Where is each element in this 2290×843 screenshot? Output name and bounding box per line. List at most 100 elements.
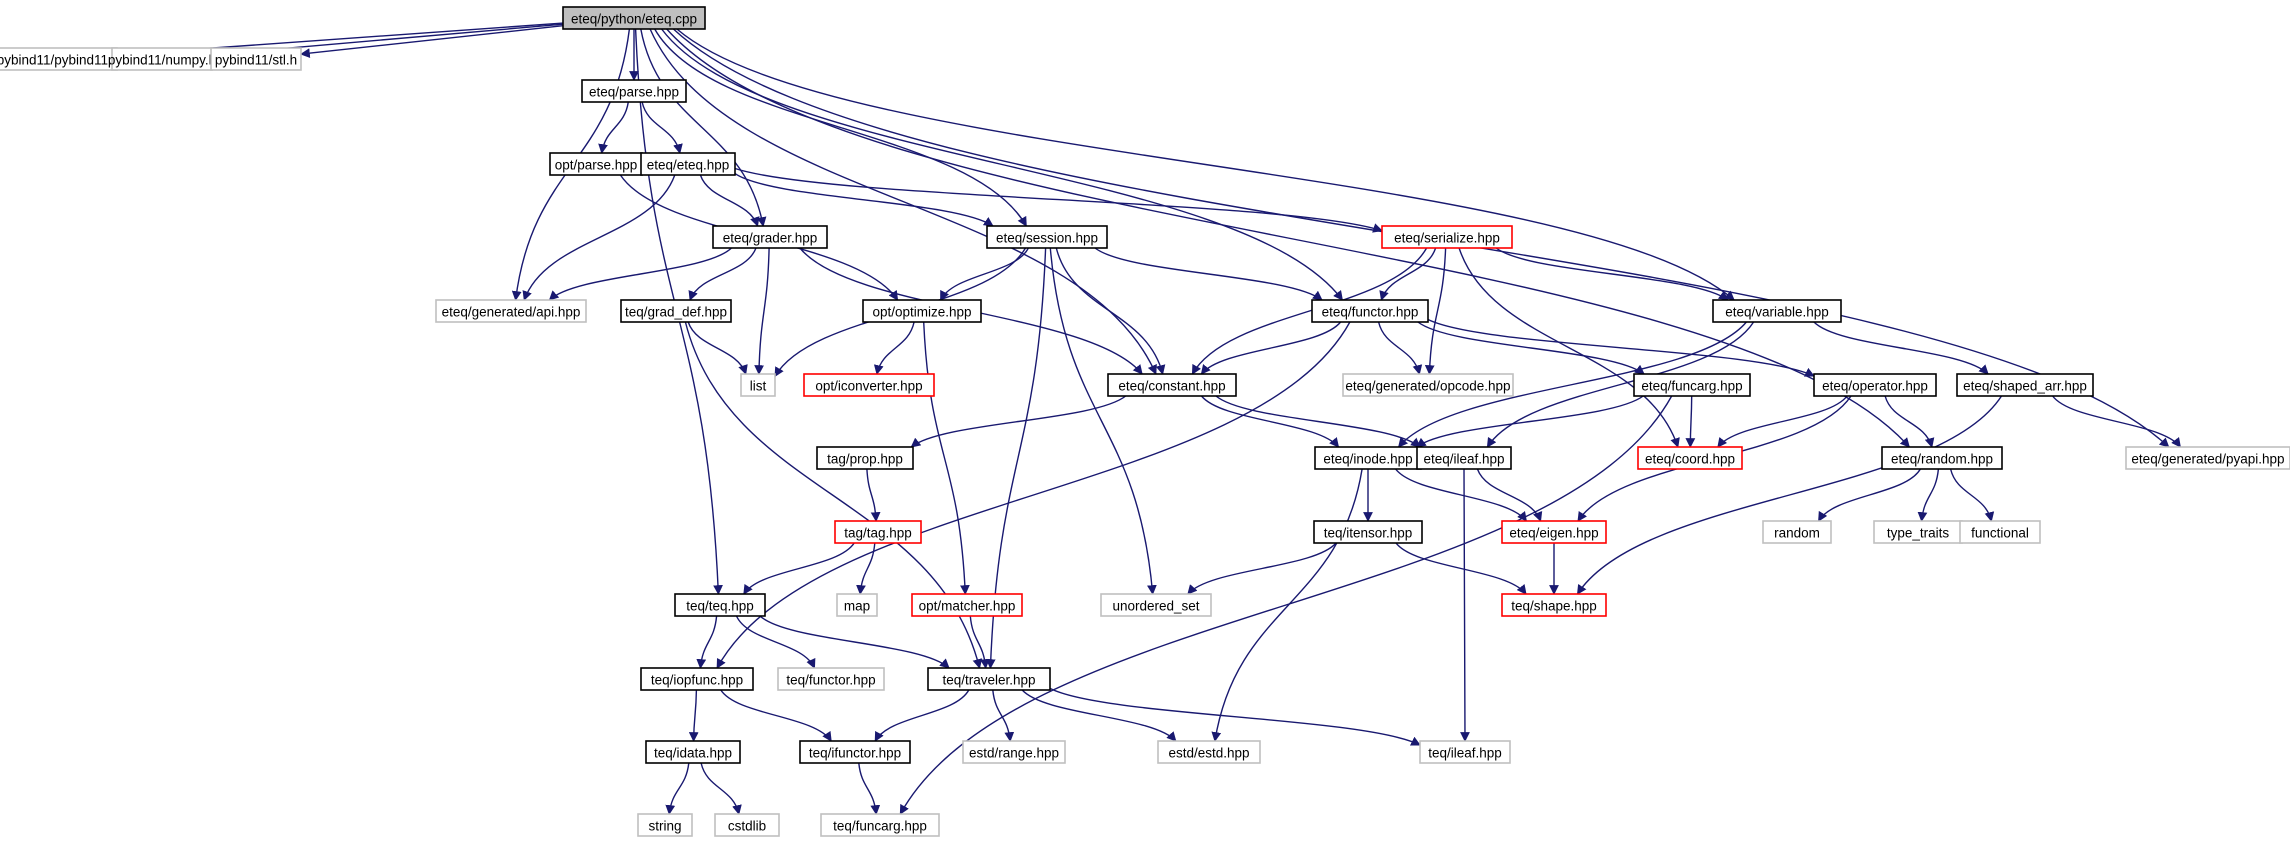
node-map[interactable]: map [836, 593, 878, 617]
node-optparse[interactable]: opt/parse.hpp [549, 152, 643, 176]
node-label: pybind11/numpy.h [108, 53, 216, 68]
node-opcode[interactable]: eteq/generated/opcode.hpp [1342, 373, 1514, 397]
node-pyapi[interactable]: eteq/generated/pyapi.hpp [2125, 446, 2290, 470]
edge-grader-to-api [548, 247, 732, 301]
node-box [712, 225, 828, 249]
node-list[interactable]: list [740, 373, 776, 397]
node-estd[interactable]: estd/estd.hpp [1157, 740, 1261, 764]
node-eigen[interactable]: eteq/eigen.hpp [1501, 520, 1607, 544]
node-functional[interactable]: functional [1959, 520, 2041, 544]
node-idata[interactable]: teq/idata.hpp [645, 740, 741, 764]
node-label: teq/itensor.hpp [1324, 526, 1413, 541]
node-box [1342, 373, 1514, 397]
node-serialize[interactable]: eteq/serialize.hpp [1381, 225, 1513, 249]
node-label: opt/optimize.hpp [872, 305, 971, 320]
node-teqileaf[interactable]: teq/ileaf.hpp [1419, 740, 1511, 764]
node-ileaf[interactable]: eteq/ileaf.hpp [1416, 446, 1512, 470]
node-graddef[interactable]: teq/grad_def.hpp [620, 299, 732, 323]
node-label: teq/grad_def.hpp [625, 305, 727, 320]
node-operator[interactable]: eteq/operator.hpp [1813, 373, 1937, 397]
node-random_std[interactable]: random [1762, 520, 1832, 544]
node-box [674, 593, 766, 617]
node-functor[interactable]: eteq/functor.hpp [1311, 299, 1429, 323]
edge-variable-to-shapedarr [1813, 321, 1989, 375]
edge-serialize-to-functor [1379, 247, 1437, 301]
node-string[interactable]: string [637, 813, 693, 837]
edge-funcarg-to-inode [1416, 395, 1644, 448]
node-label: list [750, 379, 767, 394]
node-teqteq[interactable]: teq/teq.hpp [674, 593, 766, 617]
node-unordered[interactable]: unordered_set [1100, 593, 1212, 617]
node-eteqhpp[interactable]: eteq/eteq.hpp [640, 152, 736, 176]
edge-random-to-typetraits [1917, 468, 1940, 522]
edge-optimize-to-iconverter [873, 321, 915, 375]
edge-variable-to-ileaf [1486, 321, 1755, 448]
node-label: pybind11/stl.h [215, 53, 297, 68]
node-label: teq/idata.hpp [654, 746, 732, 761]
node-matcher[interactable]: opt/matcher.hpp [911, 593, 1023, 617]
node-label: eteq/functor.hpp [1322, 305, 1419, 320]
edge-tagprop-to-tagtag [866, 468, 881, 522]
node-teqfuncarg[interactable]: teq/funcarg.hpp [820, 813, 940, 837]
node-box [1157, 740, 1261, 764]
node-cstdlib[interactable]: cstdlib [714, 813, 780, 837]
node-label: teq/traveler.hpp [942, 673, 1035, 688]
edge-traveler-to-teqileaf [1049, 687, 1421, 746]
edge-graddef-to-list [687, 321, 748, 375]
node-box [986, 225, 1108, 249]
node-numpy[interactable]: pybind11/numpy.h [108, 47, 216, 71]
node-pybind11[interactable]: pybind11/pybind11.h [0, 47, 119, 71]
node-box [1416, 446, 1512, 470]
node-grader[interactable]: eteq/grader.hpp [712, 225, 828, 249]
node-funcarg[interactable]: eteq/funcarg.hpp [1633, 373, 1751, 397]
node-label: estd/range.hpp [969, 746, 1059, 761]
node-label: string [648, 819, 681, 834]
node-random[interactable]: eteq/random.hpp [1881, 446, 2003, 470]
dependency-edges [116, 22, 2181, 815]
node-box [620, 299, 732, 323]
edge-ileaf-to-teqileaf [1460, 468, 1470, 742]
node-inode[interactable]: eteq/inode.hpp [1314, 446, 1422, 470]
node-typetraits[interactable]: type_traits [1873, 520, 1963, 544]
dependency-nodes: eteq/python/eteq.cpppybind11/pybind11.hp… [0, 6, 2290, 837]
node-api[interactable]: eteq/generated/api.hpp [435, 299, 587, 323]
node-label: tag/tag.hpp [844, 526, 912, 541]
node-label: random [1774, 526, 1820, 541]
node-shape[interactable]: teq/shape.hpp [1501, 593, 1607, 617]
edge-serialize-to-coord [1458, 247, 1680, 448]
node-box [640, 667, 754, 691]
node-optimize[interactable]: opt/optimize.hpp [862, 299, 982, 323]
node-parse[interactable]: eteq/parse.hpp [581, 79, 687, 103]
node-shapedarr[interactable]: eteq/shaped_arr.hpp [1956, 373, 2094, 397]
node-label: map [844, 599, 870, 614]
node-root[interactable]: eteq/python/eteq.cpp [562, 6, 706, 30]
node-itensor[interactable]: teq/itensor.hpp [1313, 520, 1423, 544]
edge-teqteq-to-teqfunctor [735, 615, 816, 669]
node-label: eteq/random.hpp [1891, 452, 1993, 467]
node-estdrange[interactable]: estd/range.hpp [962, 740, 1066, 764]
node-label: eteq/serialize.hpp [1394, 231, 1500, 246]
node-variable[interactable]: eteq/variable.hpp [1712, 299, 1842, 323]
edge-eteqhpp-to-serialize [734, 167, 1383, 233]
node-teqfunctor[interactable]: teq/functor.hpp [777, 667, 885, 691]
node-label: opt/iconverter.hpp [815, 379, 922, 394]
node-coord[interactable]: eteq/coord.hpp [1637, 446, 1743, 470]
node-ifunctor[interactable]: teq/ifunctor.hpp [799, 740, 911, 764]
node-label: eteq/constant.hpp [1118, 379, 1225, 394]
edge-root-to-variable [676, 28, 1735, 301]
node-constant[interactable]: eteq/constant.hpp [1107, 373, 1237, 397]
node-stl[interactable]: pybind11/stl.h [210, 47, 302, 71]
edge-constant-to-ileaf [1215, 395, 1421, 448]
node-traveler[interactable]: teq/traveler.hpp [927, 667, 1051, 691]
node-label: teq/teq.hpp [686, 599, 754, 614]
node-box [1637, 446, 1743, 470]
edge-tagtag-to-teqteq [743, 542, 855, 595]
edge-iopfunc-to-ifunctor [720, 689, 832, 742]
node-iopfunc[interactable]: teq/iopfunc.hpp [640, 667, 754, 691]
node-label: eteq/operator.hpp [1822, 379, 1928, 394]
node-tagprop[interactable]: tag/prop.hpp [816, 446, 914, 470]
node-iconverter[interactable]: opt/iconverter.hpp [803, 373, 935, 397]
node-tagtag[interactable]: tag/tag.hpp [834, 520, 922, 544]
edge-serialize-to-constant [1191, 247, 1428, 375]
node-session[interactable]: eteq/session.hpp [986, 225, 1108, 249]
